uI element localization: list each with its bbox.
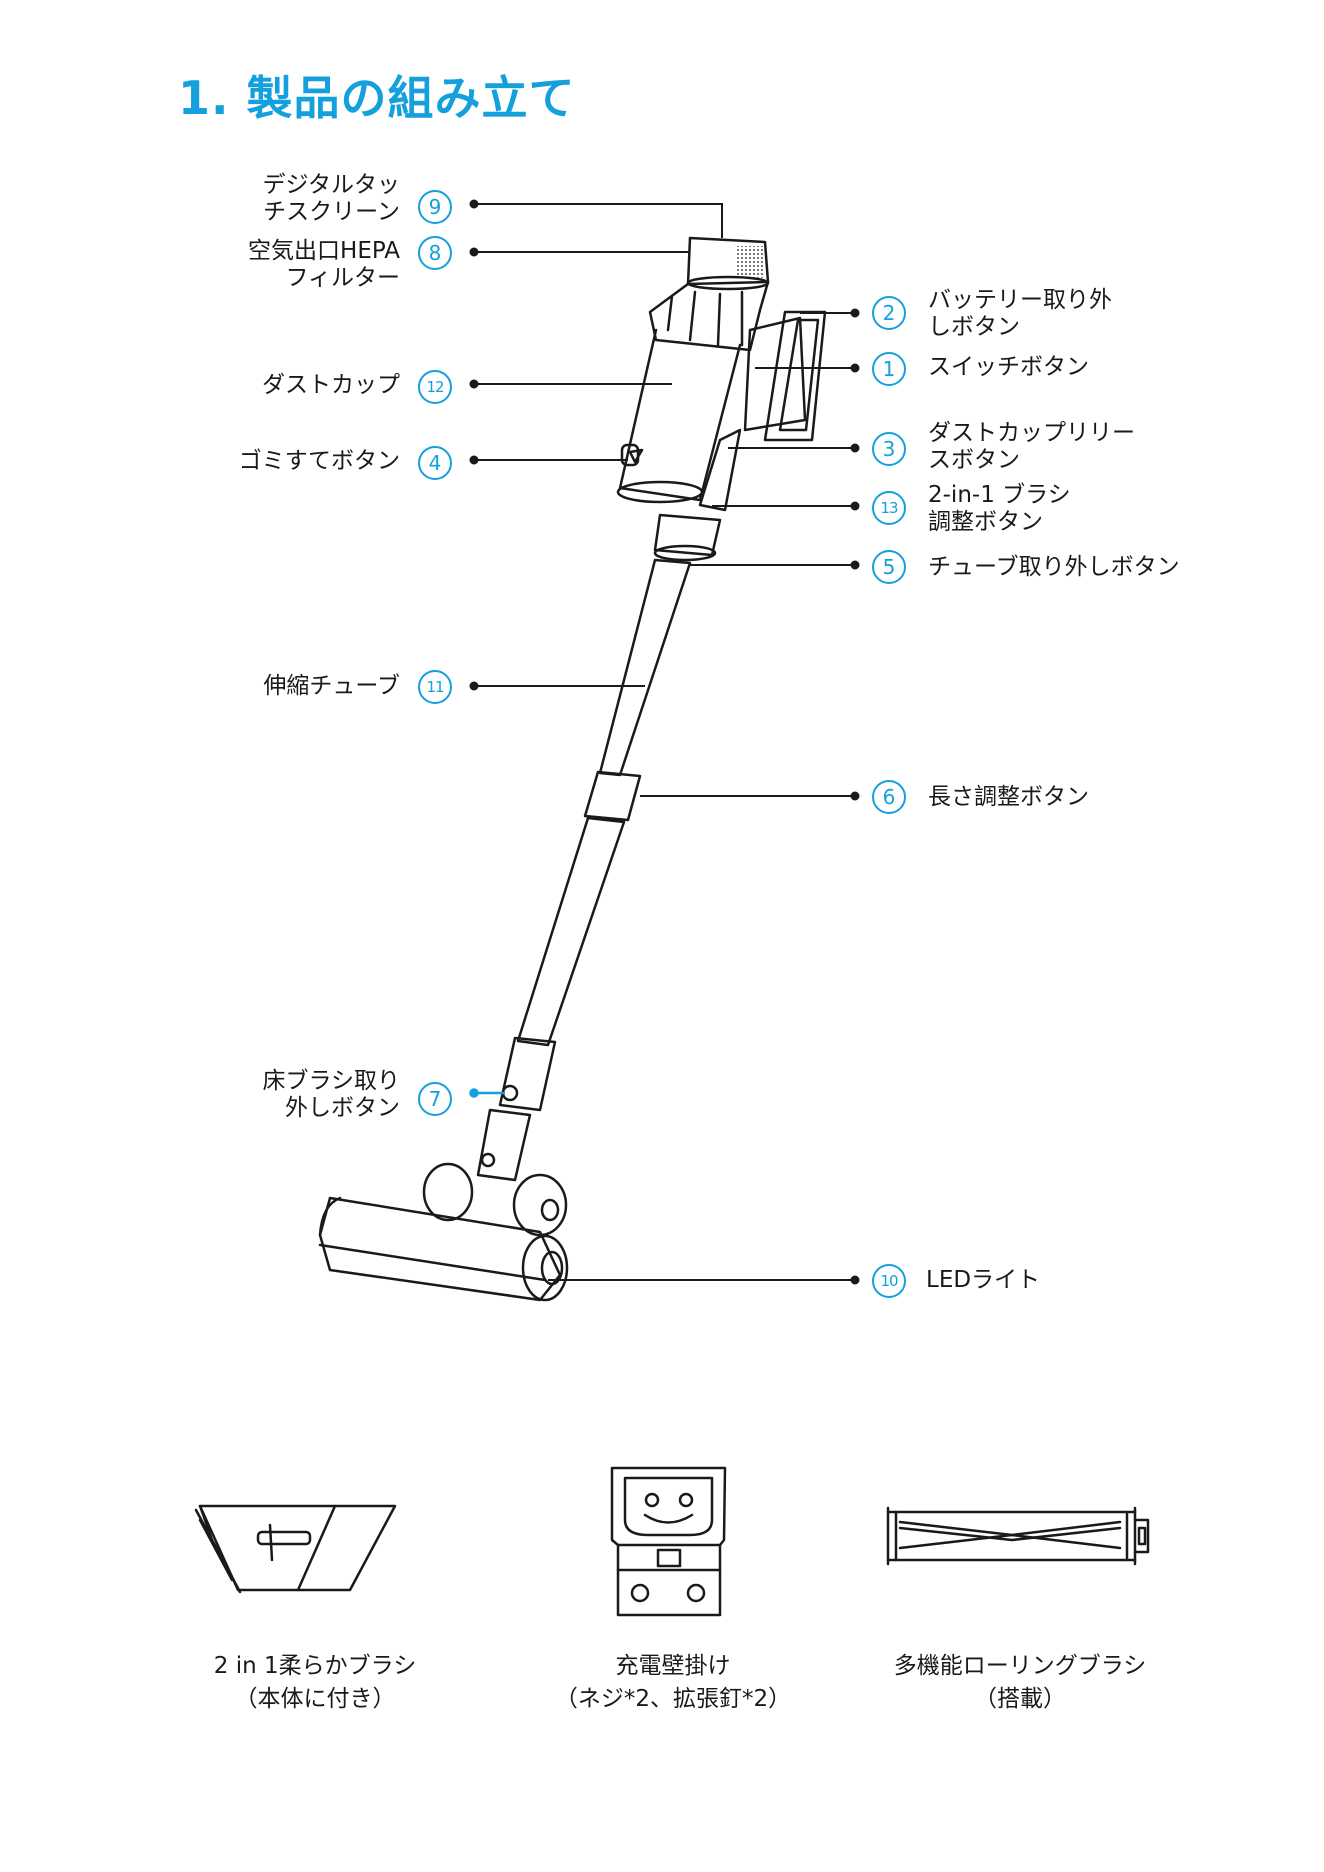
accessory-label-wall-mount: 充電壁掛け（ネジ*2、拡張釘*2）	[508, 1650, 838, 1716]
accessory-label-soft-brush: 2 in 1柔らかブラシ（本体に付き）	[150, 1650, 480, 1716]
soft-brush-icon	[196, 1506, 395, 1592]
wall-mount-icon	[612, 1468, 725, 1615]
accessory-label-rolling-brush: 多機能ローリングブラシ（搭載）	[855, 1650, 1185, 1716]
rolling-brush-icon	[888, 1508, 1148, 1564]
